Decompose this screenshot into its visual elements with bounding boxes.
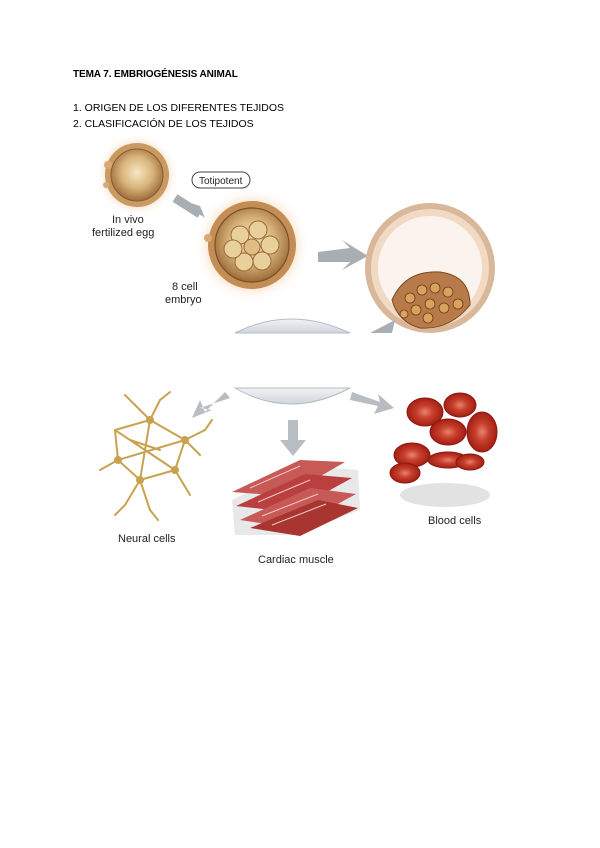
section-list: 1. ORIGEN DE LOS DIFERENTES TEJIDOS 2. C…: [73, 100, 284, 132]
label-embryo: embryo: [165, 294, 202, 306]
label-totipotent: Totipotent: [199, 176, 243, 187]
section-item: 2. CLASIFICACIÓN DE LOS TEJIDOS: [73, 118, 254, 130]
arrow-icon: [318, 240, 368, 270]
neural-cells-illustration: [99, 391, 213, 521]
arrow-icon: [350, 392, 394, 414]
section-item: 1. ORIGEN DE LOS DIFERENTES TEJIDOS: [73, 102, 285, 114]
label-blood-cells: Blood cells: [428, 515, 482, 527]
label-fertilized-egg: fertilized egg: [92, 227, 154, 239]
arrow-icon: [370, 320, 395, 333]
fertilized-egg-illustration: [95, 133, 179, 217]
arrow-icon: [192, 392, 230, 418]
cardiac-muscle-illustration: [232, 460, 360, 536]
petri-dish-bottom: [233, 387, 351, 405]
totipotent-tag: [191, 171, 251, 189]
label-in-vivo: In vivo: [112, 214, 144, 226]
page-title: TEMA 7. EMBRIOGÉNESIS ANIMAL: [73, 69, 238, 80]
arrow-icon: [280, 420, 306, 456]
blood-cells-illustration: [389, 392, 498, 507]
eight-cell-embryo-illustration: [194, 187, 310, 303]
label-neural-cells: Neural cells: [118, 533, 176, 545]
label-cardiac-muscle: Cardiac muscle: [258, 554, 334, 566]
blastocyst-illustration: [365, 203, 495, 333]
petri-dish-top: [234, 318, 351, 334]
arrow-shaft: [172, 194, 203, 218]
label-8-cell: 8 cell: [172, 281, 198, 293]
